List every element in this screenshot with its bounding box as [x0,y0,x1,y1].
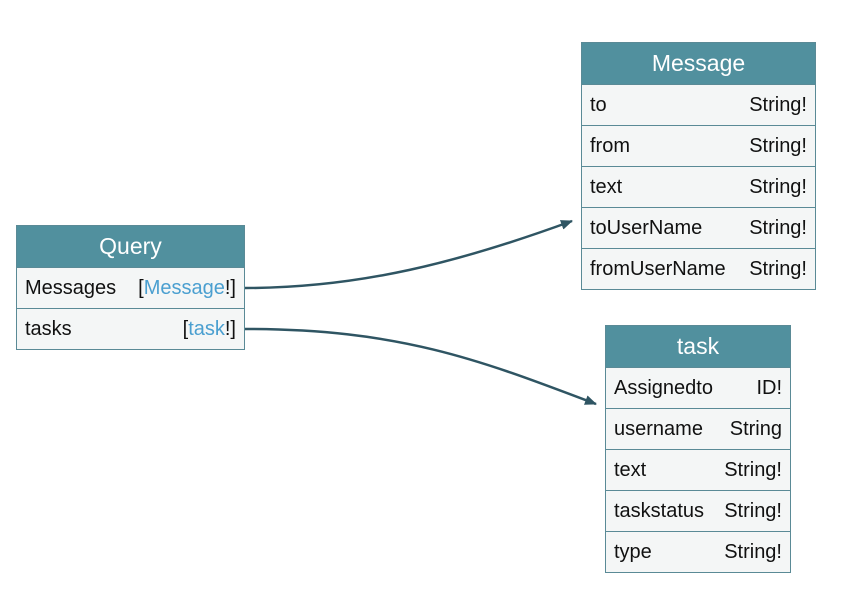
task-type-link[interactable]: task [188,317,225,340]
field-name: taskstatus [614,499,705,522]
field-type: String [729,417,782,440]
query-node-title: Query [17,226,244,267]
task-field-username[interactable]: username String [606,408,790,449]
field-type: String! [749,93,807,116]
query-node[interactable]: Query Messages [Message!] tasks [task!] [16,225,245,350]
task-node[interactable]: task Assignedto ID! username String text… [605,325,791,573]
field-type: String! [724,458,782,481]
edge-query-tasks-to-task [244,327,597,406]
message-field-fromusername[interactable]: fromUserName String! [582,248,815,289]
field-type: String! [724,499,782,522]
message-field-to[interactable]: to String! [582,84,815,125]
field-name: toUserName [590,216,703,239]
task-field-type[interactable]: type String! [606,531,790,572]
field-name: fromUserName [590,257,726,280]
task-node-title: task [606,326,790,367]
field-name: username [614,417,703,440]
field-type: String! [724,540,782,563]
field-name: Messages [25,276,117,299]
field-name: text [590,175,623,198]
field-type: ID! [756,376,782,399]
message-field-text[interactable]: text String! [582,166,815,207]
message-field-from[interactable]: from String! [582,125,815,166]
message-node[interactable]: Message to String! from String! text Str… [581,42,816,290]
field-type: String! [749,134,807,157]
message-field-tousername[interactable]: toUserName String! [582,207,815,248]
field-type: [task!] [182,317,236,340]
field-name: to [590,93,607,116]
task-field-taskstatus[interactable]: taskstatus String! [606,490,790,531]
task-field-text[interactable]: text String! [606,449,790,490]
query-field-messages[interactable]: Messages [Message!] [17,267,244,308]
field-name: tasks [25,317,72,340]
edge-query-messages-to-message [244,219,573,290]
task-field-assignedto[interactable]: Assignedto ID! [606,367,790,408]
field-name: text [614,458,647,481]
field-name: Assignedto [614,376,713,399]
field-name: type [614,540,652,563]
field-type: String! [749,216,807,239]
query-field-tasks[interactable]: tasks [task!] [17,308,244,349]
field-type: String! [749,257,807,280]
field-type: [Message!] [138,276,236,299]
message-type-link[interactable]: Message [143,276,225,299]
field-type: String! [749,175,807,198]
message-node-title: Message [582,43,815,84]
field-name: from [590,134,630,157]
